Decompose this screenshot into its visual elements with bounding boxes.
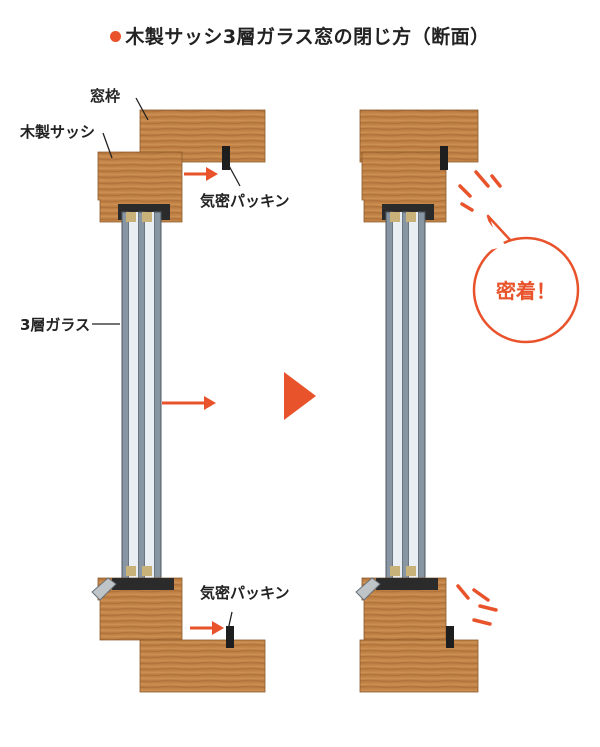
triple-glass-right: [385, 211, 426, 579]
left-section-open: [91, 109, 266, 693]
emphasis-rays-bottom: [456, 584, 498, 626]
label-packing-bottom: 気密パッキン: [200, 584, 290, 602]
badge-text: 密着！: [496, 279, 556, 303]
frame-top-left: [139, 109, 266, 163]
frame-bottom-right: [359, 639, 479, 693]
leader-lines: [92, 97, 241, 631]
packing-top-right: [440, 146, 448, 170]
close-fit-badge: 密着！: [472, 214, 580, 344]
label-sash: 木製サッシ: [19, 123, 95, 141]
label-frame: 窓枠: [90, 87, 120, 105]
arrow-right-icon: [190, 621, 224, 635]
emphasis-rays-top: [458, 170, 502, 212]
triangle-play-icon: [284, 372, 316, 420]
title-text: 木製サッシ3層ガラス窓の閉じ方（断面）: [125, 26, 490, 48]
frame-bottom-left: [139, 639, 266, 693]
label-glass: 3層ガラス: [20, 316, 90, 334]
label-packing-top: 気密パッキン: [200, 192, 290, 210]
right-section-closed: [355, 109, 479, 693]
triple-glass-left: [121, 211, 162, 579]
diagram-title: 木製サッシ3層ガラス窓の閉じ方（断面）: [0, 22, 600, 49]
packing-bottom-right: [446, 626, 454, 648]
packing-top-left: [222, 146, 230, 170]
arrow-right-icon: [184, 167, 218, 181]
packing-bottom-left: [226, 626, 234, 648]
arrow-right-icon: [162, 396, 216, 410]
orange-dot-icon: [110, 31, 122, 42]
sash-bottom-left: [97, 577, 183, 641]
